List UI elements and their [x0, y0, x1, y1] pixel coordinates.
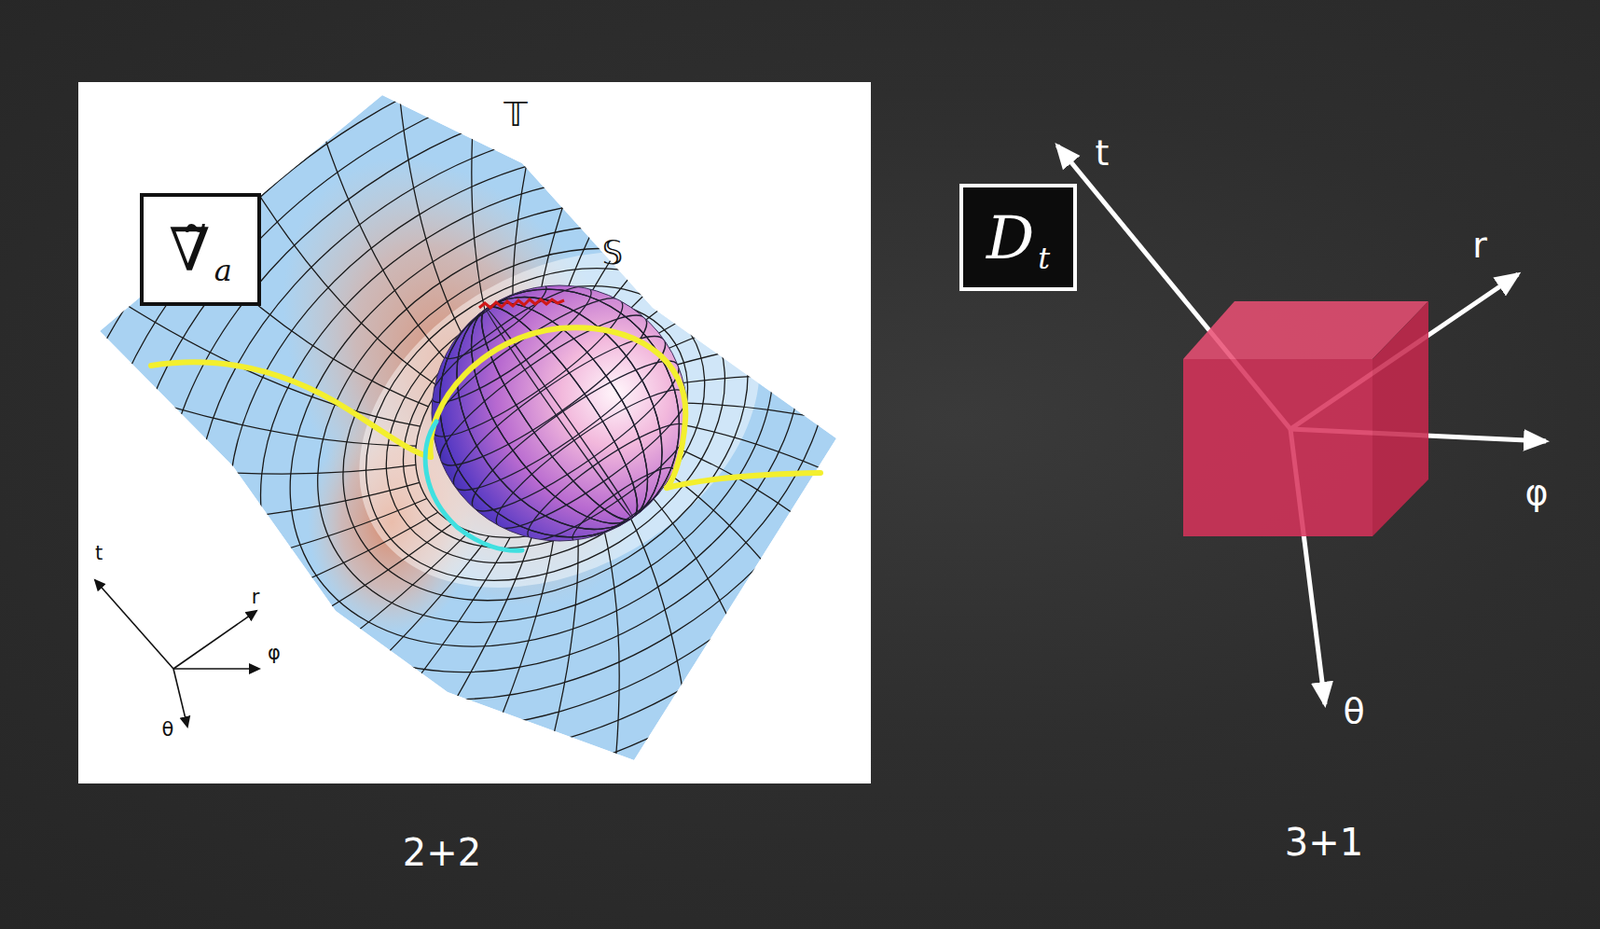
- split-label: 2+2: [402, 833, 482, 871]
- cube: [1183, 301, 1429, 537]
- axis-label: t: [1095, 135, 1110, 171]
- axis-label: r: [1472, 227, 1488, 263]
- operator-symbol: D: [986, 207, 1035, 268]
- region-label: 𝕋: [503, 97, 528, 132]
- axis-label: r: [251, 587, 261, 607]
- axes-small: [95, 579, 260, 727]
- axis-label: θ: [162, 719, 175, 740]
- operator-box: Dt: [959, 183, 1077, 291]
- axis-label: t: [95, 543, 103, 564]
- operator-subscript: a: [214, 255, 233, 286]
- axis-label: φ: [267, 643, 281, 663]
- region-label: 𝕊: [602, 235, 624, 270]
- operator-symbol: ∇̃: [168, 220, 211, 280]
- axis-label: φ: [1524, 474, 1548, 511]
- axes-large: [1057, 145, 1546, 704]
- operator-box: ∇̃a: [139, 193, 262, 306]
- axis-label: θ: [1342, 692, 1365, 729]
- figure-panel: [78, 82, 871, 784]
- operator-subscript: t: [1037, 243, 1050, 274]
- split-label: 3+1: [1284, 823, 1364, 861]
